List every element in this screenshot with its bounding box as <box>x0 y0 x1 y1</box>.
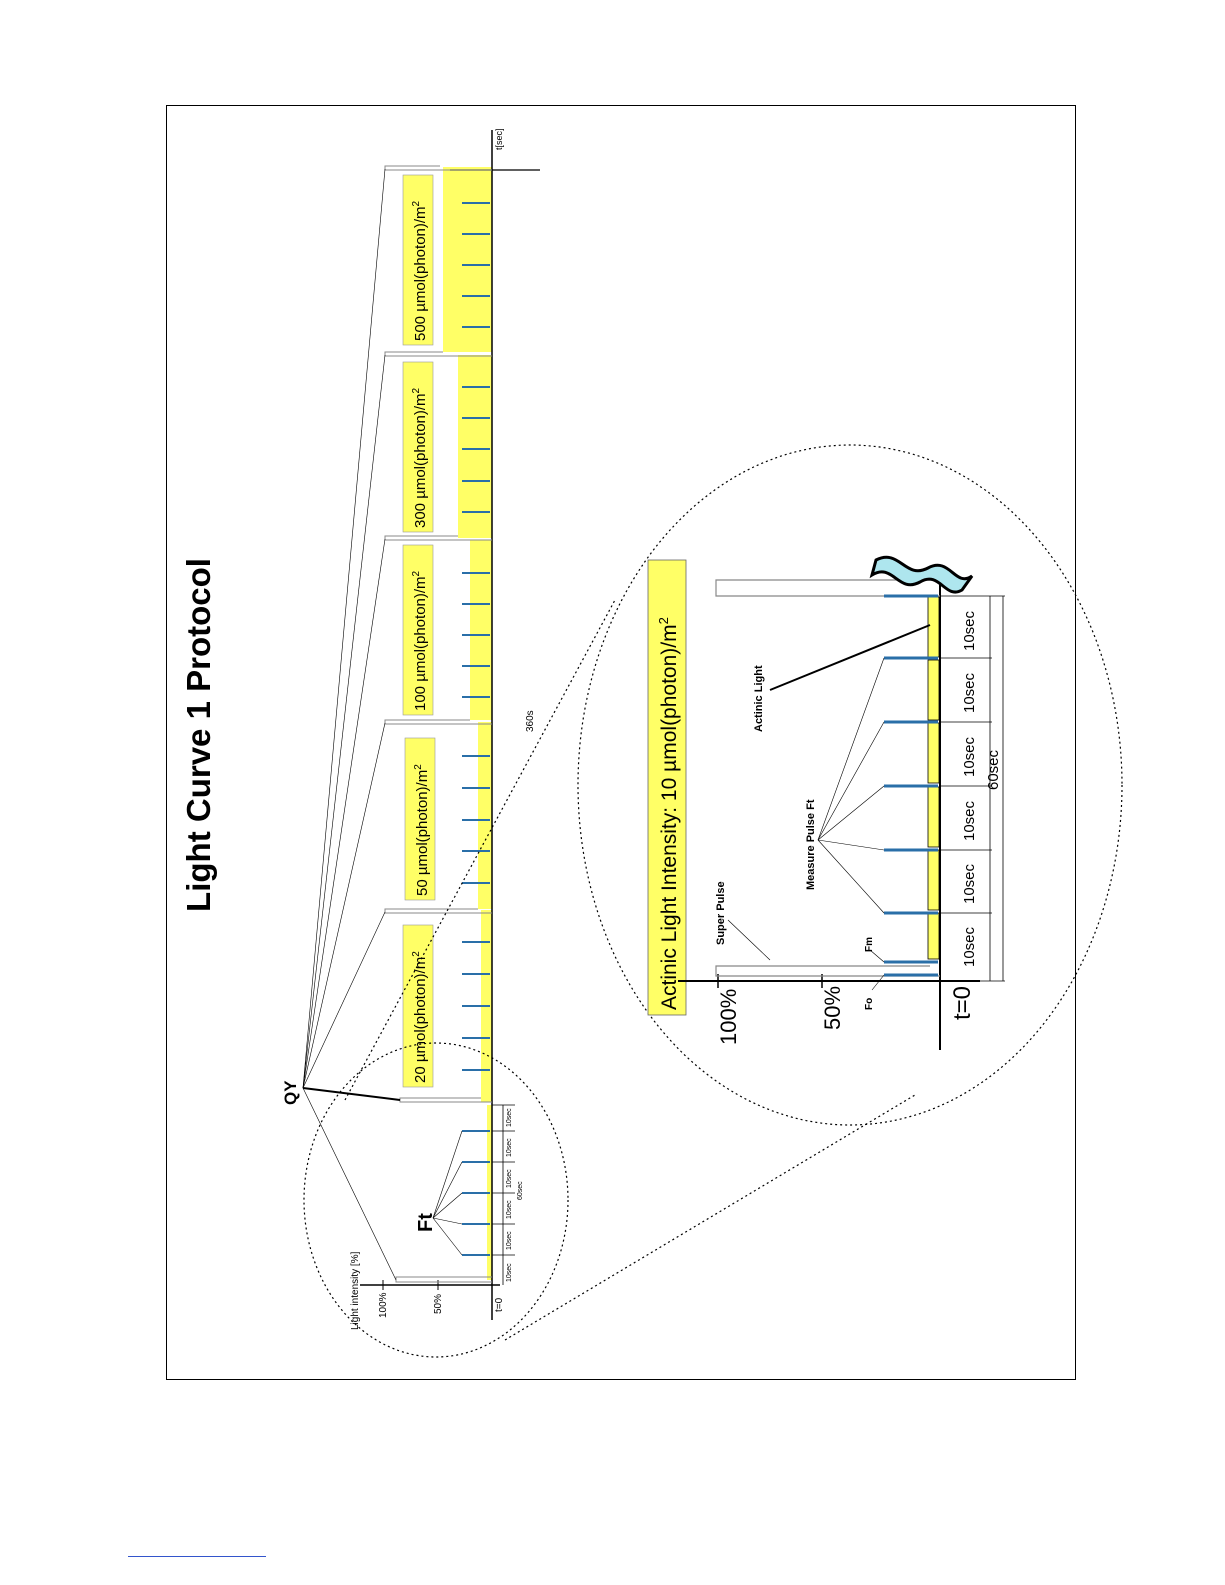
detail-title-text: Actinic Light Intensity: 10 µmol(photon)… <box>658 624 681 1010</box>
overview-tick-100: 100% <box>378 1292 389 1318</box>
super-pulse-5 <box>384 351 492 357</box>
overview-time-axis-label: t[sec] <box>494 128 504 150</box>
super-pulse-label: Super Pulse <box>715 881 727 945</box>
super-pulse-0 <box>395 1276 492 1283</box>
detail-actinic-bars <box>927 596 940 960</box>
actinic-band-500 <box>443 167 492 352</box>
level-label-text: 500 µmol(photon)/m <box>412 206 429 341</box>
svg-text:20 µmol(photon)/m2: 20 µmol(photon)/m2 <box>411 951 429 1083</box>
level-label-sup: 2 <box>411 387 422 393</box>
detail-interval-label-2: 10sec <box>961 800 978 841</box>
detail-interval-label-1: 10sec <box>961 863 978 904</box>
overview-tick-50: 50% <box>433 1294 444 1314</box>
super-pulse-3 <box>384 719 492 725</box>
actinic-light-label: Actinic Light <box>753 665 765 732</box>
overview-sum-label: 60sec <box>517 1181 524 1200</box>
level-label-20: 20 µmol(photon)/m2 <box>402 924 434 1088</box>
detail-tick-50-label: 50% <box>820 986 845 1030</box>
fm-label: Fm <box>864 937 875 952</box>
detail-interval-label-5: 10sec <box>961 610 978 651</box>
svg-text:100 µmol(photon)/m2: 100 µmol(photon)/m2 <box>411 570 429 711</box>
super-pulse-4 <box>384 535 492 541</box>
zoom-connector-bottom <box>504 1094 916 1341</box>
super-pulse-6 <box>384 165 492 171</box>
detail-measure-pulses <box>884 594 938 915</box>
overview-total-label: 360s <box>525 710 536 732</box>
detail-annotation-lines <box>727 657 885 991</box>
overview-interval-label-2: 10sec <box>506 1200 513 1219</box>
detail-super-pulse-start <box>715 965 940 977</box>
level-label-100: 100 µmol(photon)/m2 <box>402 544 434 716</box>
overview-interval-grid <box>492 1104 515 1285</box>
overview-interval-label-5: 10sec <box>506 1108 513 1127</box>
actinic-light-leader <box>769 624 931 691</box>
zoom-detail-ellipse <box>577 444 1123 1126</box>
detail-interval-label-4: 10sec <box>961 672 978 713</box>
detail-title: Actinic Light Intensity: 10 µmol(photon)… <box>656 617 681 1010</box>
detail-view: Actinic Light Intensity: 10 µmol(photon)… <box>577 444 1123 1126</box>
level-label-50: 50 µmol(photon)/m2 <box>404 737 436 901</box>
break-wave-icon <box>869 555 974 594</box>
qy-fan-lines <box>302 168 397 1281</box>
zoom-source-ellipse <box>303 1042 569 1358</box>
level-label-sup: 2 <box>411 951 422 957</box>
actinic-band-300 <box>458 355 492 538</box>
detail-title-box <box>647 559 687 1016</box>
svg-text:50 µmol(photon)/m2: 50 µmol(photon)/m2 <box>413 764 431 896</box>
svg-text:300 µmol(photon)/m2: 300 µmol(photon)/m2 <box>411 387 429 528</box>
super-pulse-2 <box>384 908 492 914</box>
ft-fan-lines <box>432 1130 463 1256</box>
qy-label: QY <box>281 1080 300 1105</box>
overview-interval-label-4: 10sec <box>506 1138 513 1157</box>
level-label-text: 20 µmol(photon)/m <box>412 957 429 1083</box>
level-label-sup: 2 <box>413 764 424 770</box>
detail-sum-label: 60sec <box>985 749 1002 790</box>
actinic-band-50 <box>478 722 492 909</box>
measure-pulse-label: Measure Pulse Ft <box>805 799 817 890</box>
detail-interval-label-3: 10sec <box>961 736 978 777</box>
overview-interval-label-1: 10sec <box>506 1231 513 1250</box>
svg-text:500 µmol(photon)/m2: 500 µmol(photon)/m2 <box>411 200 429 341</box>
fo-label: Fo <box>864 998 875 1010</box>
detail-tick-100-label: 100% <box>716 989 741 1045</box>
qy-leader <box>302 1087 401 1101</box>
level-label-sup: 2 <box>411 200 422 206</box>
super-pulse-1 <box>399 1097 492 1103</box>
level-label-500: 500 µmol(photon)/m2 <box>402 174 434 346</box>
level-label-text: 50 µmol(photon)/m <box>414 770 431 896</box>
detail-title-sup: 2 <box>656 617 671 624</box>
detail-t0-label: t=0 <box>949 986 976 1020</box>
overview-measure-pulses <box>462 202 490 1256</box>
overview-timeline: Light intensity [%] 100% 50% t=0 t[sec] … <box>281 128 569 1358</box>
detail-super-pulse-end <box>715 579 940 597</box>
overview-t0: t=0 <box>494 1297 505 1312</box>
footer-link-underline <box>128 1556 266 1557</box>
detail-interval-label-0: 10sec <box>961 926 978 967</box>
detail-interval-grid <box>940 595 1005 982</box>
ft-label: Ft <box>415 1213 437 1232</box>
actinic-band-100 <box>470 540 492 720</box>
level-label-text: 100 µmol(photon)/m <box>412 576 429 711</box>
level-label-text: 300 µmol(photon)/m <box>412 393 429 528</box>
page-title: Light Curve 1 Protocol <box>180 558 217 912</box>
overview-ylabel: Light intensity [%] <box>350 1251 361 1330</box>
figure-frame <box>166 105 1076 1380</box>
overview-interval-label-0: 10sec <box>506 1263 513 1282</box>
level-label-300: 300 µmol(photon)/m2 <box>402 361 434 533</box>
overview-interval-label-3: 10sec <box>506 1169 513 1188</box>
level-label-sup: 2 <box>411 570 422 576</box>
